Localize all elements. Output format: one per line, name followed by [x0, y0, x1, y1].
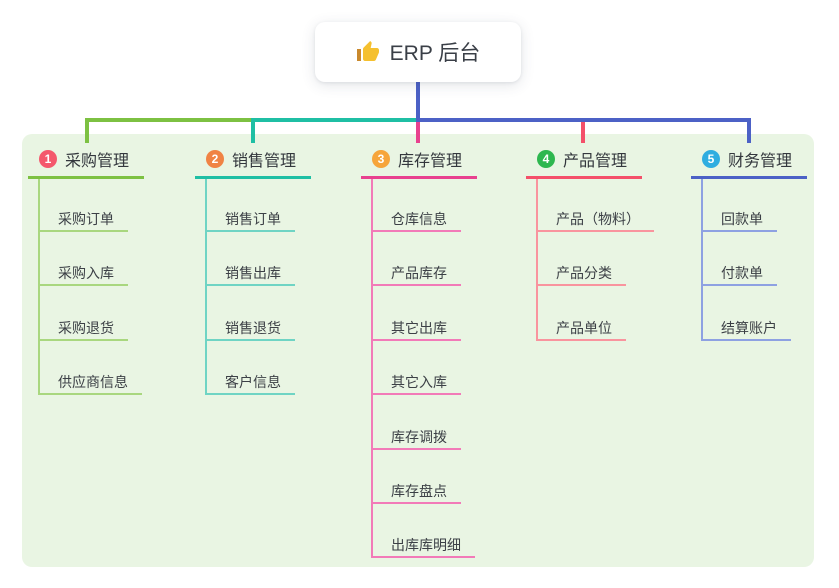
child-node[interactable]: 采购退货 [58, 320, 114, 336]
branch-label: 采购管理 [65, 153, 130, 170]
branch-drop-line [416, 122, 420, 143]
branch-drop-line [85, 118, 89, 143]
child-underline [38, 339, 128, 341]
branch-badge: 2 [206, 150, 224, 168]
child-underline [701, 284, 777, 286]
child-underline [371, 556, 475, 558]
root-node[interactable]: ERP 后台 [315, 22, 521, 82]
child-node[interactable]: 库存盘点 [391, 483, 447, 499]
child-node[interactable]: 供应商信息 [58, 374, 128, 390]
child-underline [371, 393, 461, 395]
branch-spine-line [536, 179, 538, 341]
child-node[interactable]: 其它入库 [391, 374, 447, 390]
branch-node-1[interactable]: 1 采购管理 [39, 147, 129, 171]
child-underline [701, 230, 777, 232]
root-label: ERP 后台 [389, 42, 481, 65]
branch-node-5[interactable]: 5 财务管理 [702, 147, 792, 171]
child-node[interactable]: 库存调拨 [391, 429, 447, 445]
child-node[interactable]: 其它出库 [391, 320, 447, 336]
branch-badge: 5 [702, 150, 720, 168]
child-underline [38, 284, 128, 286]
child-underline [371, 230, 461, 232]
child-node[interactable]: 产品（物料） [556, 211, 640, 227]
branch-drop-line [581, 122, 585, 143]
branch-spine-line [371, 179, 373, 558]
child-underline [371, 284, 461, 286]
branch-badge: 3 [372, 150, 390, 168]
child-underline [205, 339, 295, 341]
child-node[interactable]: 销售退货 [225, 320, 281, 336]
branch-node-4[interactable]: 4 产品管理 [537, 147, 627, 171]
child-node[interactable]: 客户信息 [225, 374, 281, 390]
child-underline [371, 448, 461, 450]
thumbs-up-icon [356, 41, 379, 61]
child-node[interactable]: 出库库明细 [391, 537, 461, 553]
branch-drop-line [747, 118, 751, 143]
branch-badge: 1 [39, 150, 57, 168]
child-node[interactable]: 销售出库 [225, 265, 281, 281]
child-node[interactable]: 采购入库 [58, 265, 114, 281]
branch-underline [361, 176, 477, 179]
bus-segment-2 [251, 118, 416, 122]
child-node[interactable]: 付款单 [721, 265, 763, 281]
child-underline [536, 284, 626, 286]
branch-spine-line [205, 179, 207, 395]
child-underline [371, 339, 461, 341]
child-node[interactable]: 仓库信息 [391, 211, 447, 227]
child-node[interactable]: 采购订单 [58, 211, 114, 227]
bus-segment-1 [85, 118, 255, 122]
child-underline [205, 393, 295, 395]
branch-underline [526, 176, 642, 179]
branch-label: 财务管理 [728, 153, 793, 170]
branch-label: 产品管理 [563, 153, 628, 170]
root-connector-line [416, 82, 420, 120]
branch-spine-line [38, 179, 40, 395]
child-node[interactable]: 产品分类 [556, 265, 612, 281]
branch-badge: 4 [537, 150, 555, 168]
mindmap-panel [22, 134, 814, 567]
child-underline [38, 230, 128, 232]
branch-label: 销售管理 [232, 153, 297, 170]
branch-underline [28, 176, 144, 179]
child-underline [371, 502, 461, 504]
branch-underline [195, 176, 311, 179]
branch-node-2[interactable]: 2 销售管理 [206, 147, 296, 171]
child-underline [701, 339, 791, 341]
child-underline [38, 393, 142, 395]
child-node[interactable]: 销售订单 [225, 211, 281, 227]
branch-label: 库存管理 [398, 153, 463, 170]
bus-segment-3 [416, 118, 751, 122]
branch-spine-line [701, 179, 703, 341]
branch-underline [691, 176, 807, 179]
branch-node-3[interactable]: 3 库存管理 [372, 147, 462, 171]
child-underline [536, 230, 654, 232]
child-node[interactable]: 产品库存 [391, 265, 447, 281]
child-underline [205, 284, 295, 286]
child-underline [536, 339, 626, 341]
child-node[interactable]: 结算账户 [721, 320, 777, 336]
child-underline [205, 230, 295, 232]
child-node[interactable]: 回款单 [721, 211, 763, 227]
child-node[interactable]: 产品单位 [556, 320, 612, 336]
branch-drop-line [251, 122, 255, 143]
